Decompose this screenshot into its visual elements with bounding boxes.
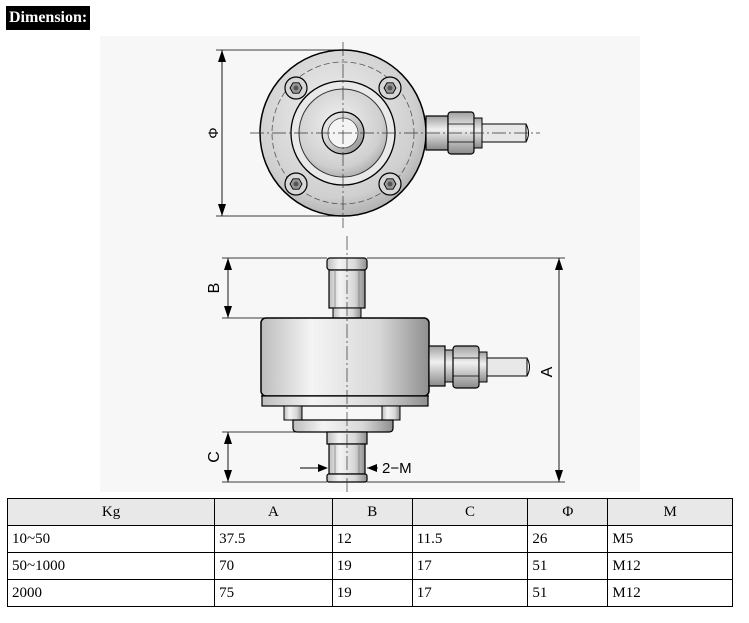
b-label: B <box>206 283 223 294</box>
arrow-down-icon <box>224 470 232 482</box>
m-label: 2−M <box>382 460 412 477</box>
table-header-cell: C <box>411 498 529 526</box>
table-cell: 19 <box>331 579 413 607</box>
table-cell: M5 <box>607 525 733 553</box>
arrow-up-icon <box>555 258 563 270</box>
phi-label: Φ <box>205 127 221 138</box>
table-cell: M12 <box>607 552 733 580</box>
load-cell-technical-drawing: Φ <box>205 42 565 492</box>
table-cell: 70 <box>214 552 333 580</box>
table-cell: 17 <box>411 552 529 580</box>
arrow-up-icon <box>224 432 232 444</box>
arrow-up-icon <box>218 50 226 62</box>
bolt-head <box>284 172 308 196</box>
arrow-down-icon <box>555 470 563 482</box>
arrow-left-icon <box>367 464 377 472</box>
table-cell: M12 <box>607 579 733 607</box>
bolt-head <box>378 76 402 100</box>
table-row: 10~50 37.5 12 11.5 26 M5 <box>6 525 733 553</box>
arrow-down-icon <box>224 306 232 318</box>
table-header-cell: Kg <box>6 498 216 526</box>
bolt-head <box>284 76 308 100</box>
table-header-cell: B <box>331 498 413 526</box>
section-heading: Dimension: <box>6 6 91 30</box>
table-cell: 26 <box>527 525 609 553</box>
table-cell: 12 <box>331 525 413 553</box>
table-cell: 51 <box>527 552 609 580</box>
main-body <box>260 317 430 397</box>
side-view: A B C 2−M <box>206 236 565 492</box>
table-cell: 10~50 <box>6 525 216 553</box>
table-header-cell: Φ <box>527 498 609 526</box>
bottom-foot <box>381 405 401 421</box>
table-cell: 37.5 <box>214 525 333 553</box>
cable-gland-side <box>428 345 530 389</box>
bolt-head <box>378 172 402 196</box>
table-header-cell: M <box>607 498 733 526</box>
table-row: 50~1000 70 19 17 51 M12 <box>6 552 733 580</box>
table-cell: 50~1000 <box>6 552 216 580</box>
table-header-cell: A <box>214 498 333 526</box>
bottom-plate <box>292 419 394 433</box>
table-cell: 2000 <box>6 579 216 607</box>
base-flange <box>261 395 429 407</box>
table-cell: 17 <box>411 579 529 607</box>
dimension-table: Kg A B C Φ M 10~50 37.5 12 11.5 26 M5 50… <box>6 498 733 607</box>
table-cell: 19 <box>331 552 413 580</box>
table-cell: 51 <box>527 579 609 607</box>
top-view: Φ <box>205 42 540 228</box>
table-row: 2000 75 19 17 51 M12 <box>6 579 733 607</box>
table-cell: 11.5 <box>411 525 529 553</box>
table-cell: 75 <box>214 579 333 607</box>
a-label: A <box>539 366 556 377</box>
arrow-up-icon <box>224 258 232 270</box>
arrow-down-icon <box>218 204 226 216</box>
c-label: C <box>206 451 223 463</box>
bottom-foot <box>283 405 303 421</box>
table-header-row: Kg A B C Φ M <box>6 498 733 526</box>
arrow-right-icon <box>318 464 328 472</box>
